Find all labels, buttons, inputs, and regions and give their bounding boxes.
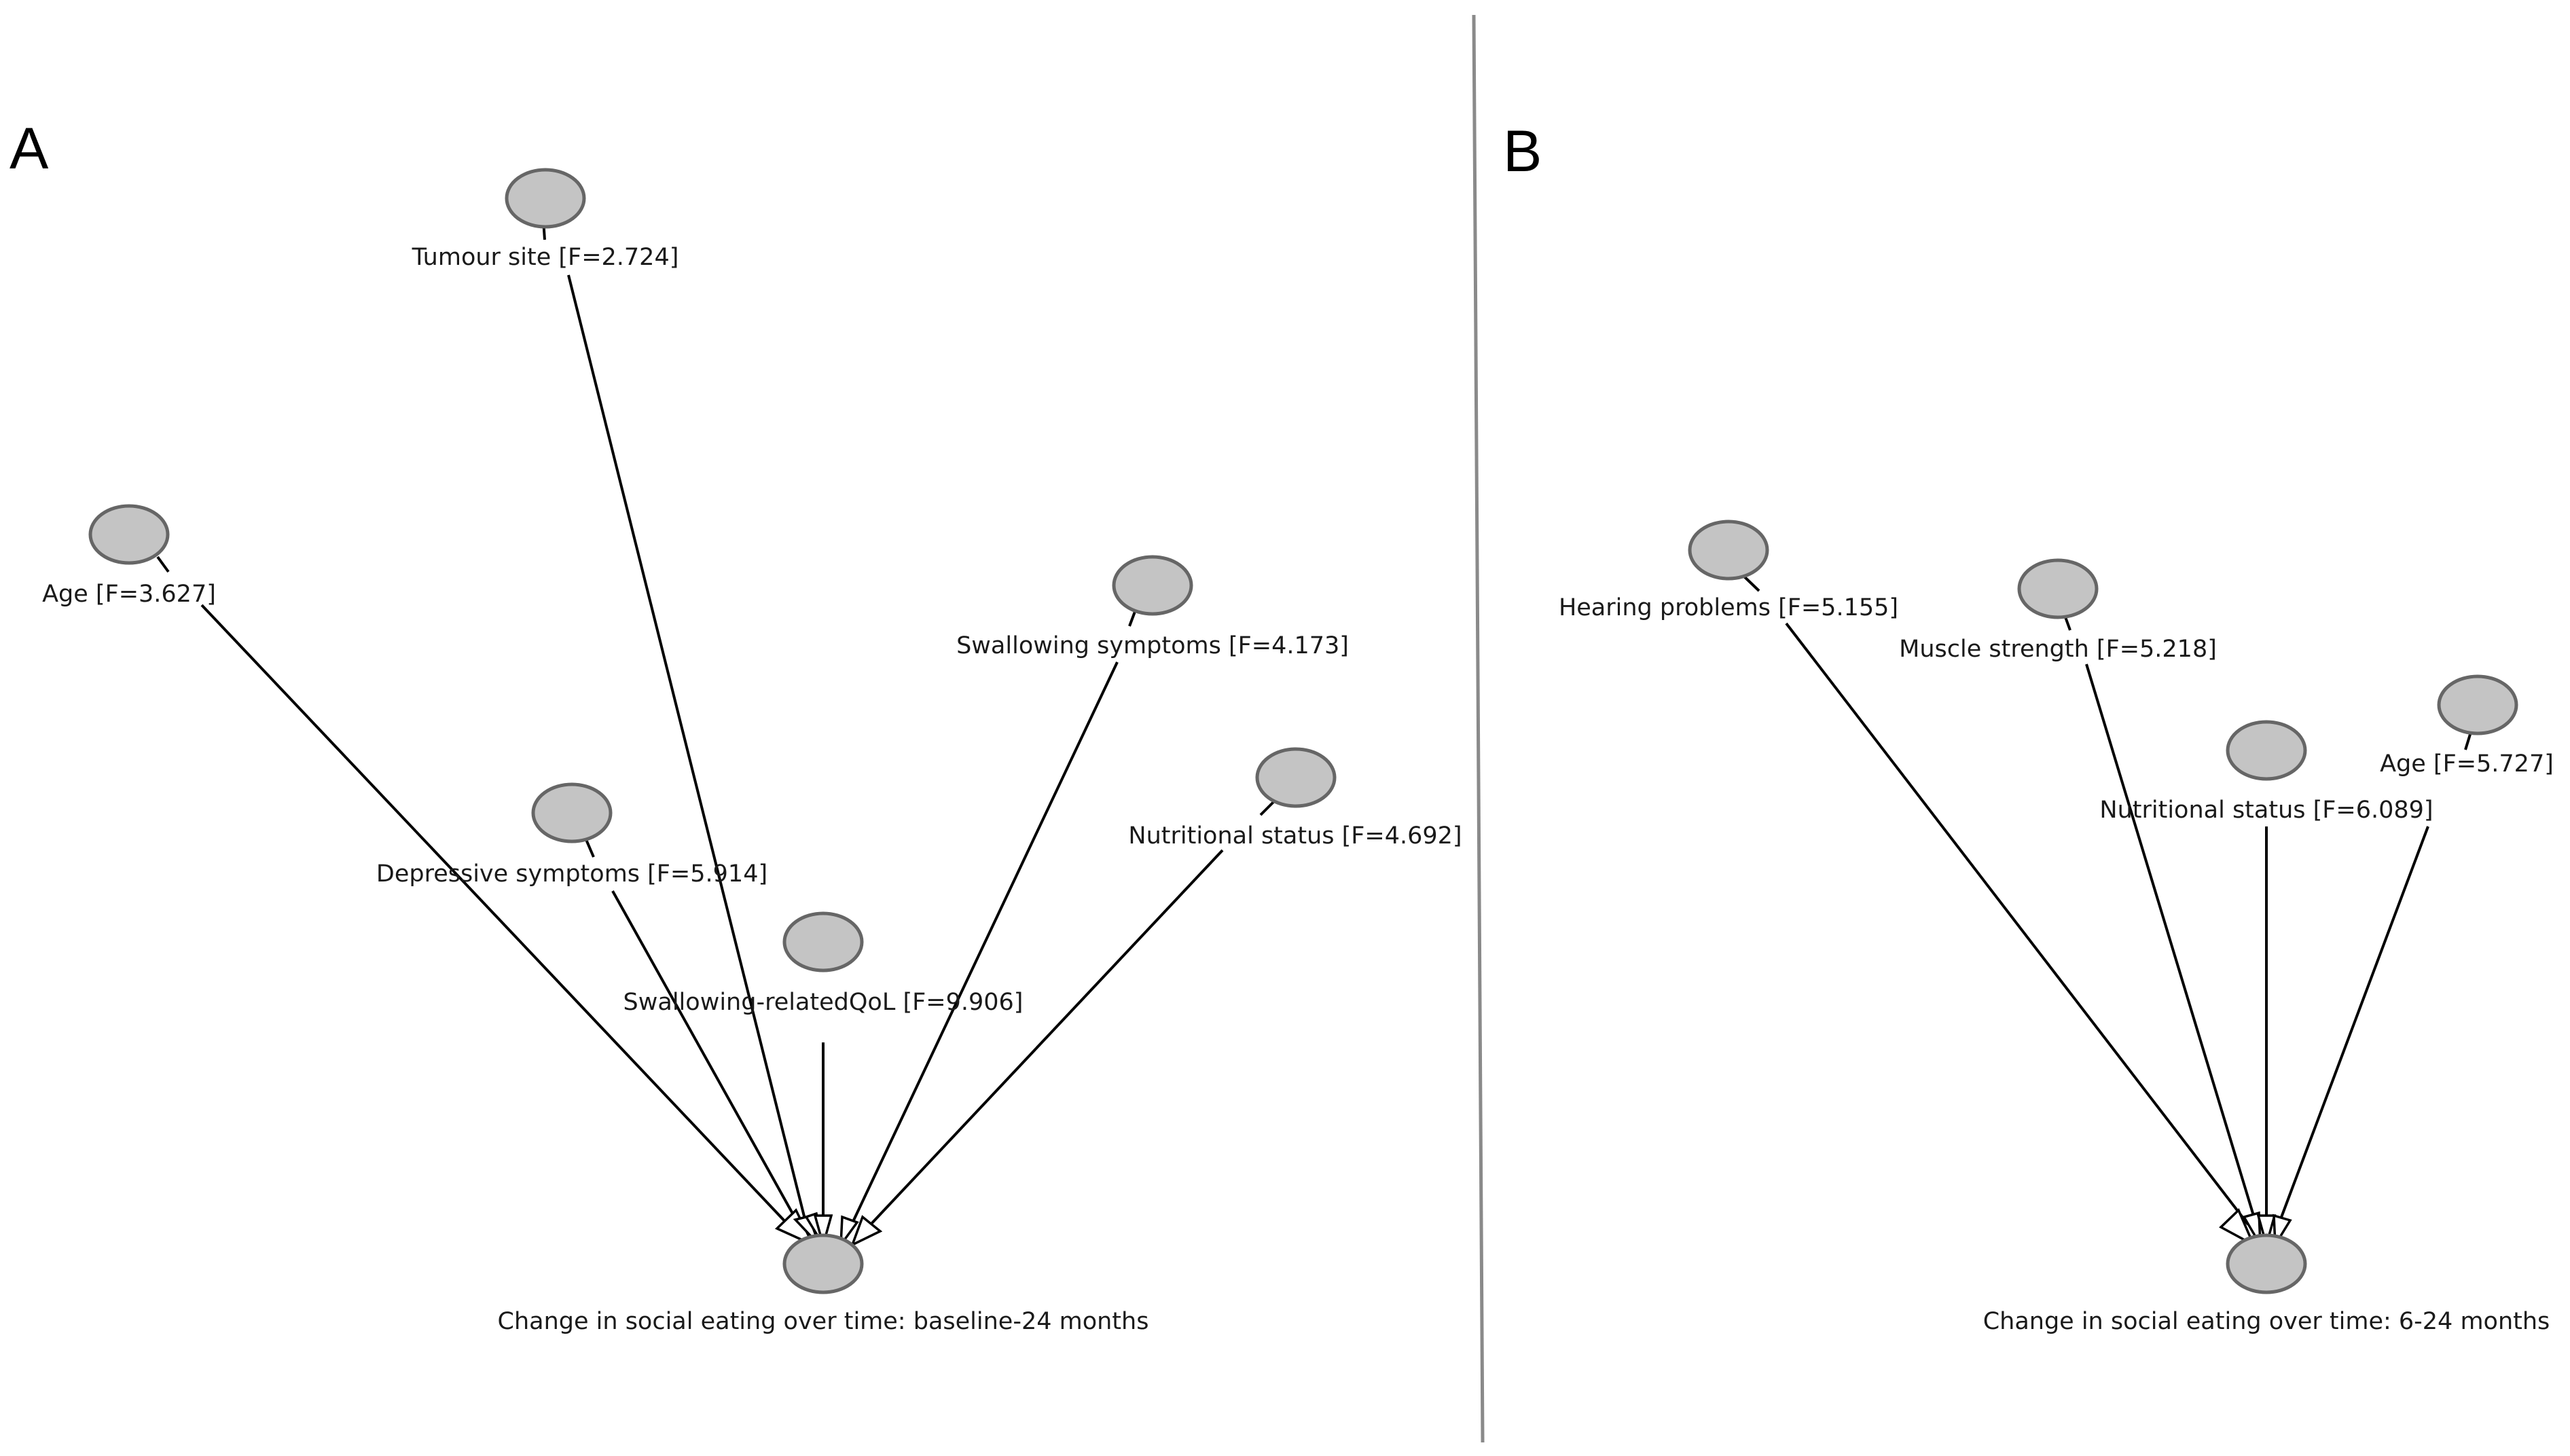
node-muscle-strength[interactable] (2017, 558, 2099, 619)
node-nutritional-status[interactable] (1255, 747, 1337, 808)
edge-swallowing-symptoms-to-outcome (850, 661, 1119, 1225)
label-outcome-a: Change in social eating over time: basel… (498, 1308, 1149, 1335)
node-swallowing-qol[interactable] (782, 911, 864, 972)
node-tumour-site[interactable] (505, 168, 586, 229)
panel-b-edges (1742, 575, 2472, 1226)
panel-b-nodes (1688, 520, 2518, 1294)
label-tumour-site: Tumour site [F=2.724] (412, 244, 679, 271)
panel-a-edges (156, 219, 1277, 1226)
label-age: Age [F=3.627] (42, 581, 216, 608)
panel-a-arrowheads (774, 1208, 883, 1250)
label-depressive-symptoms: Depressive symptoms [F=5.914] (376, 860, 767, 888)
edge-stub (1128, 609, 1137, 627)
edge-stub (2464, 731, 2472, 750)
edge-stub (156, 556, 170, 573)
label-swallowing-qol: Swallowing-relatedQoL [F=9.906] (623, 989, 1024, 1016)
label-nutritional-status-b: Nutritional status [F=6.089] (2099, 797, 2433, 824)
node-outcome-b[interactable] (2226, 1233, 2307, 1294)
arrowhead (813, 1214, 833, 1250)
edge-muscle-strength-to-outcome (2085, 663, 2258, 1225)
arrowhead (2219, 1207, 2256, 1248)
panel-a-labels: Tumour site [F=2.724] Age [F=3.627] Swal… (42, 244, 1462, 1335)
label-muscle-strength: Muscle strength [F=5.218] (1899, 636, 2217, 663)
node-hearing-problems[interactable] (1688, 520, 1769, 581)
edge-depressive-symptoms-to-outcome (611, 890, 800, 1225)
edge-nutritional-status-to-outcome (869, 849, 1224, 1226)
node-swallowing-symptoms[interactable] (1112, 555, 1193, 616)
panel-a-nodes (88, 168, 1337, 1294)
label-nutritional-status: Nutritional status [F=4.692] (1128, 822, 1462, 850)
edge-age-to-outcome (200, 604, 789, 1226)
panel-divider (1472, 14, 1485, 1443)
edge-age-b-to-outcome (2277, 826, 2429, 1225)
panel-a-letter: A (10, 116, 49, 181)
panel-b: B Hearing problems [F=5.155] Muscle s (1503, 119, 2554, 1335)
arrowhead (2256, 1214, 2277, 1250)
node-nutritional-status-b[interactable] (2226, 720, 2307, 781)
edge-hearing-problems-to-outcome (1785, 622, 2249, 1226)
panel-a: A (10, 116, 1462, 1335)
label-hearing-problems: Hearing problems [F=5.155] (1559, 594, 1898, 621)
panel-b-letter: B (1503, 119, 1542, 184)
arrowhead (850, 1215, 883, 1248)
panel-b-labels: Hearing problems [F=5.155] Muscle streng… (1559, 594, 2554, 1335)
arrowhead (839, 1215, 859, 1249)
node-depressive-symptoms[interactable] (531, 782, 613, 843)
label-outcome-b: Change in social eating over time: 6-24 … (1983, 1308, 2550, 1335)
edge-tumour-site-to-outcome (567, 274, 808, 1225)
edge-stub (584, 837, 595, 858)
node-age[interactable] (88, 504, 170, 565)
node-outcome-a[interactable] (782, 1233, 864, 1294)
edge-stub (1742, 575, 1760, 592)
label-age-b: Age [F=5.727] (2380, 750, 2554, 778)
node-age-b[interactable] (2437, 674, 2518, 735)
label-swallowing-symptoms: Swallowing symptoms [F=4.173] (956, 632, 1349, 659)
